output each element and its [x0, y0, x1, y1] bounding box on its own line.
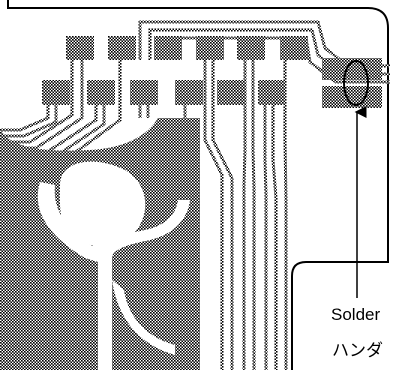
board-outline: [7, 0, 389, 370]
pad-row-bottom: [42, 80, 286, 105]
pad-row-top: [66, 36, 308, 60]
plane-trace-channel: [37, 182, 190, 370]
trace-bundle-vertical: [203, 60, 288, 370]
plane-cutout-rounded: [59, 161, 146, 246]
callout-label-jp: ハンダ: [332, 341, 383, 360]
callout-label-en: Solder: [331, 305, 380, 324]
solder-highlight-ellipse: [343, 60, 369, 106]
trace-bundle-center: [138, 105, 187, 118]
trace-bundle-left: [0, 60, 122, 174]
plane-trace-curve: [112, 280, 175, 355]
